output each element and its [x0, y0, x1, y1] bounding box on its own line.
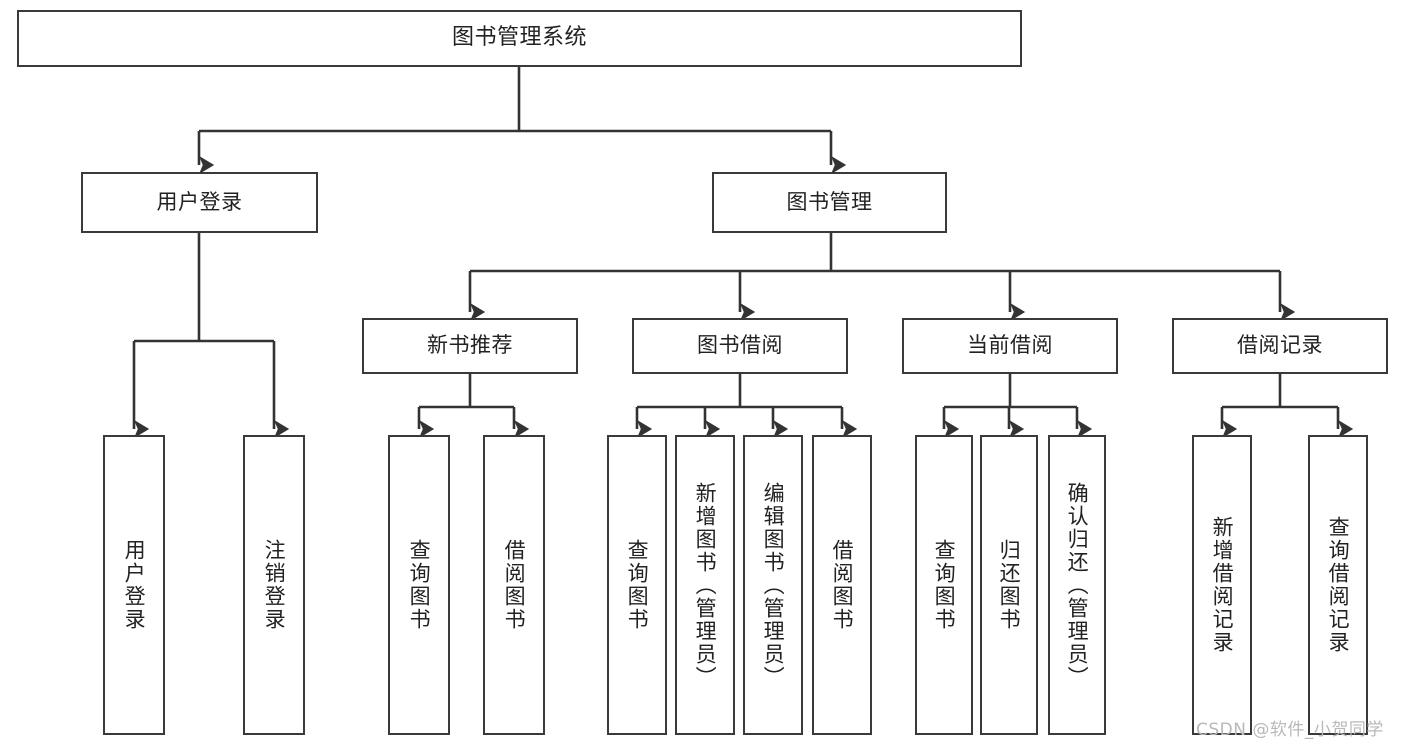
node-leaf-query-book-3[interactable]: 查询图书 — [915, 435, 973, 735]
node-book-management[interactable]: 图书管理 — [712, 172, 947, 233]
node-book-borrow-label: 图书借阅 — [697, 333, 783, 358]
node-root-system[interactable]: 图书管理系统 — [17, 10, 1022, 67]
node-leaf-return-book-label: 归还图书 — [997, 539, 1022, 631]
node-leaf-edit-book-label: 编辑图书（管理员） — [761, 481, 786, 689]
node-leaf-query-book-2-label: 查询图书 — [625, 539, 650, 631]
node-book-management-label: 图书管理 — [786, 189, 873, 214]
node-leaf-add-book-label: 新增图书（管理员） — [693, 481, 718, 689]
node-leaf-add-record[interactable]: 新增借阅记录 — [1192, 435, 1252, 735]
node-leaf-add-book[interactable]: 新增图书（管理员） — [675, 435, 735, 735]
node-leaf-query-book-1[interactable]: 查询图书 — [388, 435, 450, 735]
node-book-borrow[interactable]: 图书借阅 — [632, 318, 848, 374]
node-leaf-user-login-label: 用户登录 — [122, 539, 147, 631]
node-leaf-query-book-3-label: 查询图书 — [932, 539, 957, 631]
node-leaf-confirm-return-label: 确认归还（管理员） — [1065, 481, 1090, 689]
node-root-label: 图书管理系统 — [451, 25, 587, 51]
node-leaf-user-logout-label: 注销登录 — [262, 539, 287, 631]
node-new-book-recommend[interactable]: 新书推荐 — [362, 318, 578, 374]
node-current-borrow[interactable]: 当前借阅 — [902, 318, 1118, 374]
node-leaf-query-book-1-label: 查询图书 — [407, 539, 432, 631]
node-user-login[interactable]: 用户登录 — [81, 172, 318, 233]
node-leaf-query-book-2[interactable]: 查询图书 — [607, 435, 667, 735]
node-leaf-confirm-return[interactable]: 确认归还（管理员） — [1048, 435, 1106, 735]
watermark-credit: CSDN @软件_小贺同学 — [1196, 720, 1384, 740]
node-new-book-recommend-label: 新书推荐 — [427, 333, 513, 358]
node-leaf-query-record[interactable]: 查询借阅记录 — [1308, 435, 1368, 735]
node-leaf-add-record-label: 新增借阅记录 — [1210, 516, 1235, 654]
node-leaf-borrow-book-1-label: 借阅图书 — [502, 539, 527, 631]
node-current-borrow-label: 当前借阅 — [967, 333, 1053, 358]
node-leaf-user-logout[interactable]: 注销登录 — [243, 435, 305, 735]
node-leaf-borrow-book-1[interactable]: 借阅图书 — [483, 435, 545, 735]
node-leaf-borrow-book-2[interactable]: 借阅图书 — [812, 435, 872, 735]
node-leaf-edit-book[interactable]: 编辑图书（管理员） — [743, 435, 803, 735]
node-user-login-label: 用户登录 — [156, 189, 243, 214]
node-borrow-record[interactable]: 借阅记录 — [1172, 318, 1388, 374]
node-leaf-return-book[interactable]: 归还图书 — [980, 435, 1038, 735]
node-leaf-borrow-book-2-label: 借阅图书 — [830, 539, 855, 631]
node-borrow-record-label: 借阅记录 — [1237, 333, 1323, 358]
node-leaf-query-record-label: 查询借阅记录 — [1326, 516, 1351, 654]
node-leaf-user-login[interactable]: 用户登录 — [103, 435, 165, 735]
